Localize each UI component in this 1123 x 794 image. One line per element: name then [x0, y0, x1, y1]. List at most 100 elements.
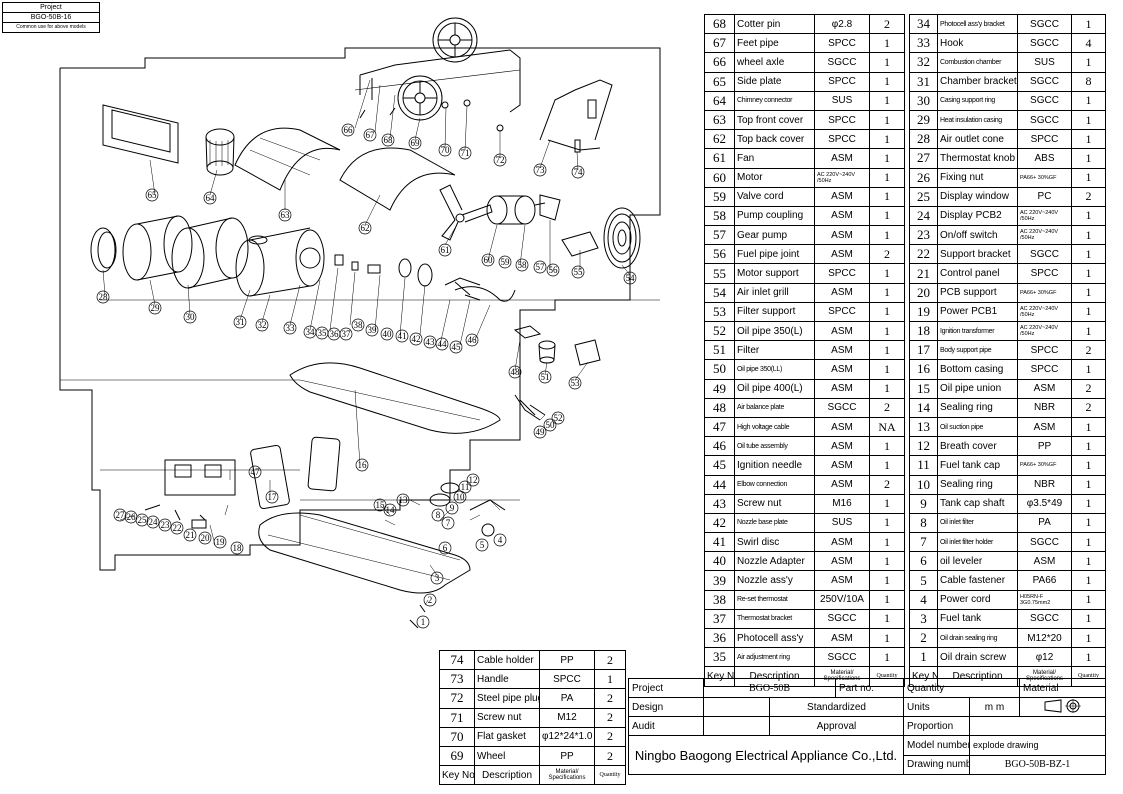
side-plate-drawing	[102, 104, 179, 164]
svg-text:62: 62	[361, 223, 370, 233]
callout-51: 51	[538, 370, 552, 384]
parts-quantity: 1	[869, 320, 905, 342]
parts-material: PA66+ 30%GF	[1017, 455, 1072, 476]
parts-material: SGCC	[814, 608, 870, 630]
parts-quantity: 2	[1071, 186, 1106, 207]
parts-material: M16	[814, 493, 870, 514]
svg-text:14: 14	[386, 505, 396, 515]
tb-approval-label: Approval	[769, 716, 904, 736]
svg-text:50: 50	[546, 420, 556, 430]
parts-description: Combustion chamber	[937, 52, 1018, 73]
parts-quantity: 1	[1071, 52, 1106, 73]
callout-55: 55	[571, 265, 585, 279]
svg-text:38: 38	[354, 320, 364, 330]
callout-30: 30	[183, 310, 197, 324]
parts-key-no: 64	[704, 90, 735, 111]
parts-description: On/off switch	[937, 225, 1018, 246]
col-key: Key No.	[439, 765, 475, 786]
parts-quantity: 1	[1071, 416, 1106, 438]
callout-53: 53	[568, 376, 582, 390]
svg-text:3: 3	[435, 573, 440, 583]
tb-material-label: Material	[1018, 678, 1107, 698]
parts-quantity: 1	[1071, 167, 1106, 188]
parts-quantity: 1	[869, 263, 905, 284]
svg-text:9: 9	[450, 503, 455, 513]
parts-quantity: 1	[869, 52, 905, 73]
parts-quantity: 1	[1071, 301, 1106, 323]
projection-symbol	[1018, 697, 1107, 717]
parts-material: SPCC	[814, 263, 870, 284]
parts-description: Motor support	[734, 263, 815, 284]
parts-material: φ12	[1017, 647, 1072, 668]
parts-description: Oil pipe 400(L)	[734, 378, 815, 399]
callout-8: 8	[431, 508, 445, 522]
feet-pipe-drawing	[354, 49, 521, 113]
parts-key-no: 59	[704, 186, 735, 207]
callout-14: 14	[383, 503, 397, 517]
parts-quantity: 1	[869, 532, 905, 553]
callout-12: 12	[466, 473, 480, 487]
parts-description: Nozzle Adapter	[734, 551, 815, 572]
parts-quantity: 1	[1071, 608, 1106, 630]
parts-description: Re-set thermostat	[734, 589, 815, 610]
callout-20: 20	[198, 531, 212, 545]
parts-quantity: 2	[594, 726, 626, 747]
parts-description: Bottom casing	[937, 359, 1018, 380]
svg-text:52: 52	[554, 413, 563, 423]
parts-key-no: 62	[704, 129, 735, 150]
projection-icon	[1044, 698, 1081, 713]
parts-key-no: 32	[909, 52, 938, 73]
callout-24: 24	[146, 515, 160, 529]
callout-54: 54	[623, 271, 637, 285]
svg-text:4: 4	[498, 535, 503, 545]
svg-text:34: 34	[306, 327, 316, 337]
parts-key-no: 70	[439, 726, 475, 747]
callout-1: 1	[416, 615, 430, 629]
parts-description: Thermostat knob	[937, 148, 1018, 169]
parts-quantity: 2	[1071, 397, 1106, 418]
parts-material: PA	[1017, 512, 1072, 534]
motor-support-drawing	[561, 231, 599, 257]
svg-text:17: 17	[268, 492, 278, 502]
callout-26: 26	[124, 510, 138, 524]
drawing-frame	[59, 47, 661, 571]
parts-quantity: 4	[1071, 33, 1106, 54]
parts-description: Heat insulation casing	[937, 109, 1018, 131]
parts-material: SGCC	[1017, 244, 1072, 265]
parts-material: PP	[539, 649, 595, 671]
callout-72: 72	[493, 153, 507, 167]
svg-text:43: 43	[426, 337, 436, 347]
parts-material: PP	[539, 745, 595, 767]
svg-text:44: 44	[438, 339, 448, 349]
parts-quantity: 1	[1071, 455, 1106, 476]
parts-material: SUS	[1017, 52, 1072, 73]
tb-partno-label: Part no.	[835, 678, 904, 698]
parts-key-no: 65	[704, 71, 735, 92]
parts-description: PCB support	[937, 282, 1018, 303]
parts-key-no: 35	[704, 647, 735, 668]
parts-quantity: 1	[1071, 205, 1106, 227]
parts-material: SPCC	[1017, 129, 1072, 150]
tb-drawing-value: BGO-50B-BZ-1	[968, 754, 1107, 775]
parts-material: ASM	[814, 627, 870, 649]
svg-text:69: 69	[411, 138, 421, 148]
parts-key-no: 44	[704, 474, 735, 495]
svg-text:8: 8	[436, 510, 441, 520]
parts-material: AC 220V~240V /50Hz	[814, 167, 870, 188]
tb-audit-label: Audit	[628, 716, 704, 736]
svg-text:2: 2	[428, 595, 433, 605]
parts-material: ASM	[814, 378, 870, 399]
parts-quantity: 1	[869, 627, 905, 649]
